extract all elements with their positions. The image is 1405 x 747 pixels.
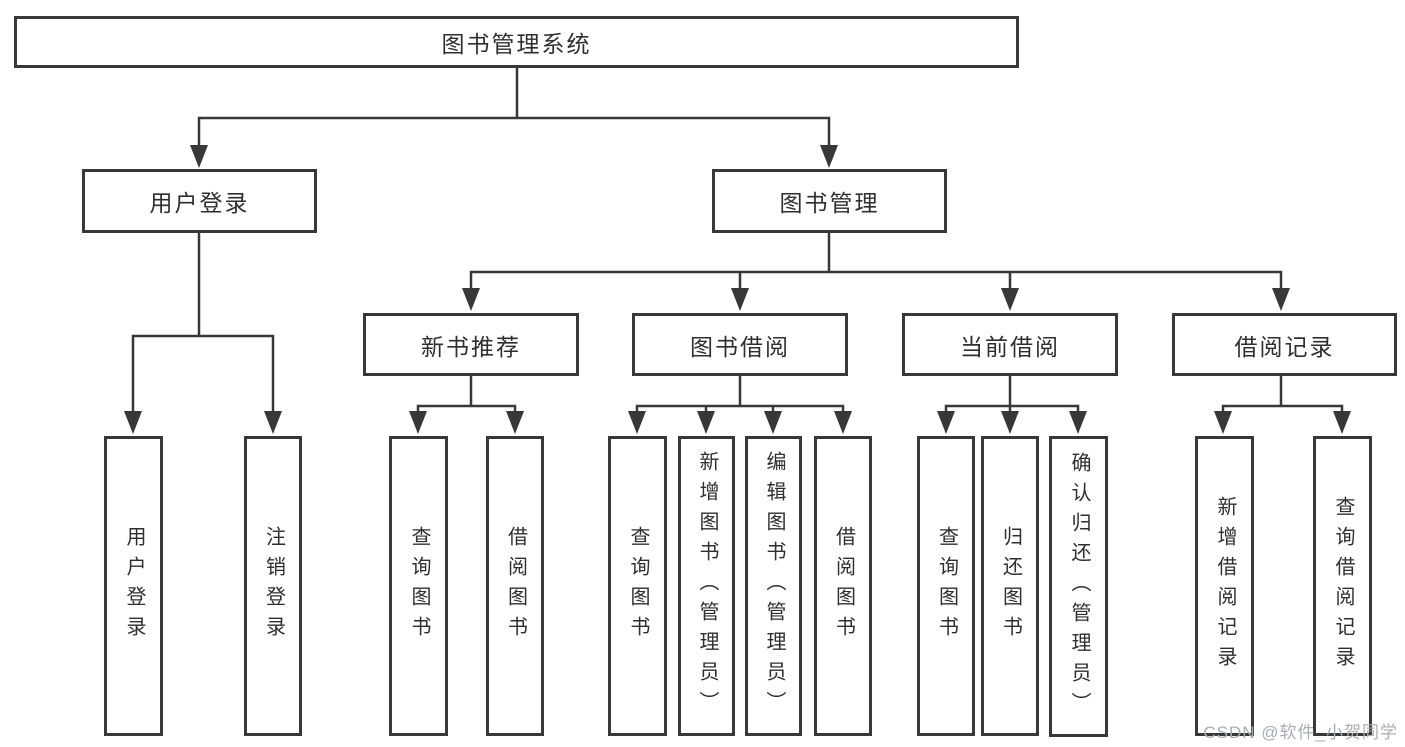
node-new-book-recommend-label: 新书推荐: [421, 333, 521, 360]
node-root-system-label: 图书管理系统: [441, 31, 592, 57]
leaf-query-borrow-record: 查询借阅记录: [1313, 436, 1372, 736]
leaf-borrow-books: 借阅图书: [814, 436, 872, 736]
node-user-login: 用户登录: [82, 169, 317, 233]
leaf-add-borrow-record-label: 新增借阅记录: [1214, 496, 1236, 676]
leaf-return-books-label: 归还图书: [999, 526, 1022, 646]
node-root-system: 图书管理系统: [14, 16, 1019, 68]
node-book-management-label: 图书管理: [779, 190, 880, 216]
node-new-book-recommend: 新书推荐: [363, 313, 579, 376]
node-user-login-label: 用户登录: [149, 190, 250, 216]
leaf-borrow-books-recommend: 借阅图书: [486, 436, 544, 736]
leaf-user-login: 用户登录: [104, 436, 163, 736]
leaf-query-books-recommend: 查询图书: [389, 436, 448, 736]
csdn-watermark: CSDN @软件_小贺同学: [1203, 723, 1398, 742]
leaf-edit-books-admin-label: 编辑图书（管理员）: [763, 451, 785, 721]
node-book-borrow: 图书借阅: [632, 313, 848, 376]
leaf-query-books-current-label: 查询图书: [935, 526, 958, 646]
leaf-confirm-return-admin: 确认归还（管理员）: [1049, 436, 1108, 737]
leaf-user-login-label: 用户登录: [123, 526, 145, 646]
leaf-borrow-books-recommend-label: 借阅图书: [504, 526, 527, 646]
leaf-add-borrow-record: 新增借阅记录: [1195, 436, 1254, 736]
leaf-logout-login-label: 注销登录: [262, 526, 285, 646]
leaf-query-books-borrow-label: 查询图书: [627, 526, 649, 646]
leaf-query-books-borrow: 查询图书: [608, 436, 667, 736]
node-book-borrow-label: 图书借阅: [690, 333, 790, 360]
leaf-query-books-recommend-label: 查询图书: [408, 526, 430, 646]
leaf-logout-login: 注销登录: [244, 436, 302, 736]
node-borrow-records-label: 借阅记录: [1234, 333, 1335, 360]
node-current-borrow: 当前借阅: [902, 313, 1118, 376]
leaf-add-books-admin-label: 新增图书（管理员）: [696, 451, 718, 721]
node-book-management: 图书管理: [712, 169, 947, 233]
leaf-edit-books-admin: 编辑图书（管理员）: [745, 436, 802, 736]
leaf-add-books-admin: 新增图书（管理员）: [678, 436, 735, 736]
leaf-confirm-return-admin-label: 确认归还（管理员）: [1068, 451, 1090, 722]
node-current-borrow-label: 当前借阅: [960, 333, 1060, 360]
leaf-borrow-books-label: 借阅图书: [832, 526, 855, 646]
node-borrow-records: 借阅记录: [1172, 313, 1397, 376]
leaf-return-books: 归还图书: [981, 436, 1039, 736]
leaf-query-books-current: 查询图书: [917, 436, 975, 736]
leaf-query-borrow-record-label: 查询借阅记录: [1332, 496, 1354, 676]
